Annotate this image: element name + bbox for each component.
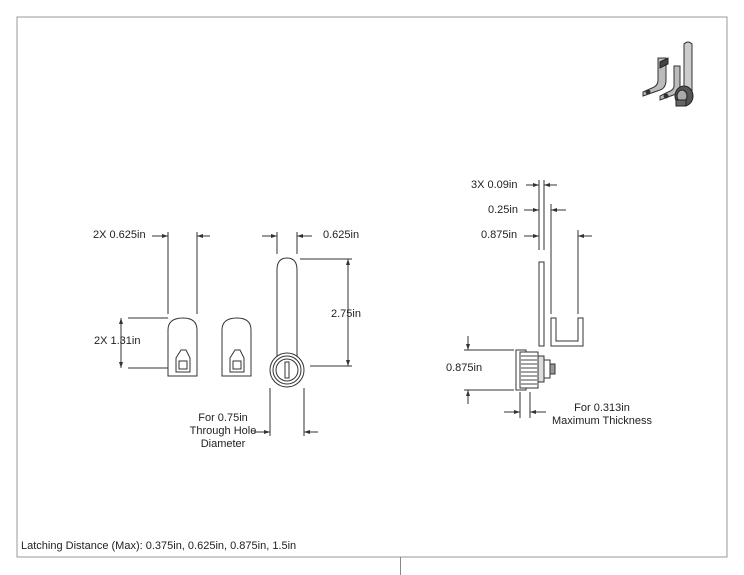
cam-lock-thumbnail-icon: [642, 41, 694, 107]
sheet-border: [16, 16, 728, 558]
label-thickness-note: For 0.313in Maximum Thickness: [548, 402, 656, 428]
label-side-025: 0.25in: [488, 204, 518, 216]
label-overall-height: 2.75in: [331, 308, 361, 320]
label-cams-height: 2X 1.31in: [94, 335, 141, 347]
dim-side-3x: [526, 180, 557, 250]
footer-divider: [400, 557, 401, 575]
label-side-3x: 3X 0.09in: [471, 179, 518, 191]
hole-note-line-2: Through Hole: [189, 425, 257, 437]
dim-cams-height: [119, 317, 168, 369]
side-view-lock: [515, 261, 584, 391]
cam-1-drawing: [167, 317, 198, 377]
label-cams-width: 2X 0.625in: [93, 229, 146, 241]
dim-cams-width: [152, 232, 210, 314]
dim-side-0875-body: [464, 336, 514, 404]
hole-note-line-3: Diameter: [200, 438, 246, 450]
hole-note-line-1: For 0.75in: [198, 412, 248, 424]
thickness-note-line-2: Maximum Thickness: [551, 415, 653, 427]
label-side-0875-body: 0.875in: [446, 362, 483, 374]
cam-2-drawing: [221, 317, 252, 377]
thickness-note-line-1: For 0.313in: [574, 402, 630, 414]
front-view-lock: [269, 257, 305, 388]
label-front-width: 0.625in: [323, 229, 360, 241]
footer-latching-distance: Latching Distance (Max): 0.375in, 0.625i…: [21, 540, 297, 552]
dim-hole-diameter: [254, 388, 318, 436]
label-hole-note: For 0.75in Through Hole Diameter: [178, 412, 268, 451]
dim-front-width: [262, 232, 312, 254]
dim-side-0875-top: [524, 230, 592, 314]
label-side-0875-top: 0.875in: [481, 229, 518, 241]
dim-overall-height: [300, 258, 352, 367]
dim-side-025: [524, 204, 566, 314]
dim-side-thickness: [504, 392, 546, 418]
